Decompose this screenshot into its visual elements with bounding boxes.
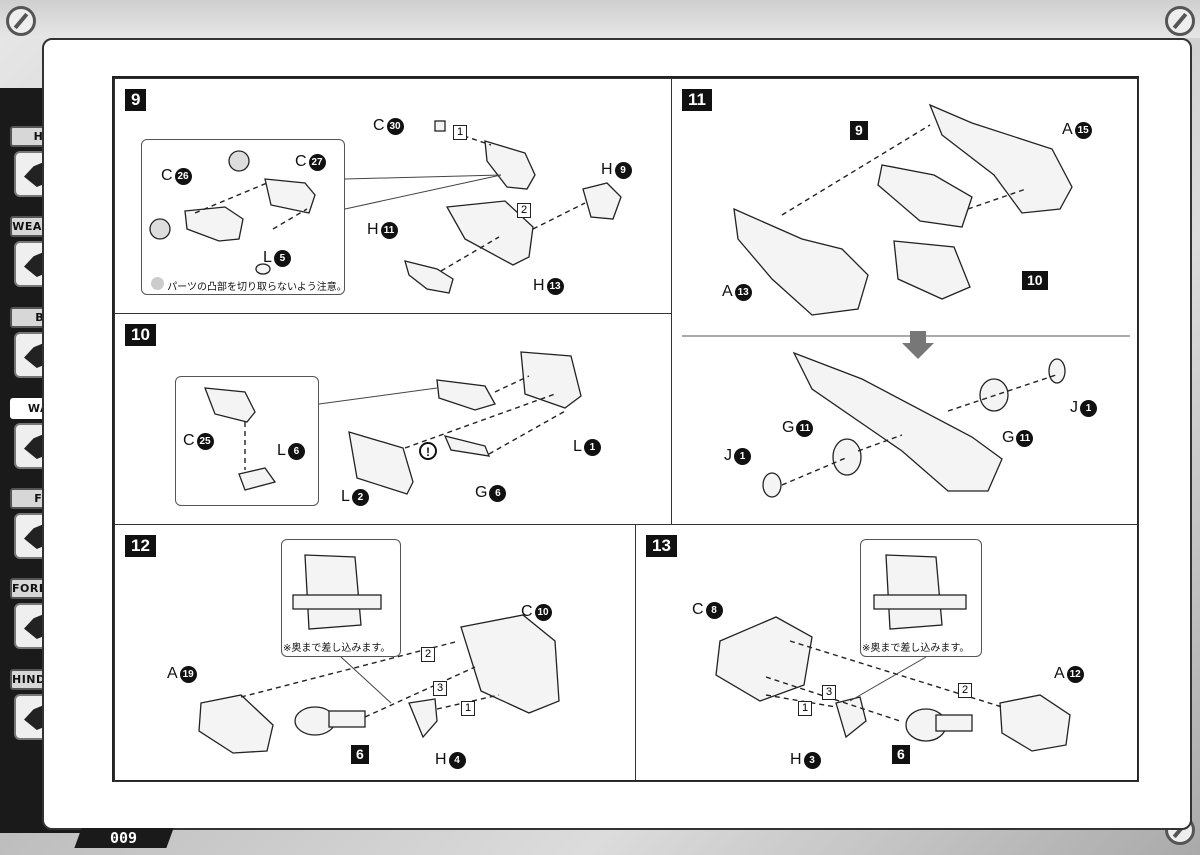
step-9-diagram	[149, 120, 622, 294]
instructions-frame: 9	[112, 76, 1139, 782]
step-reference-6: 6	[351, 745, 369, 764]
warning-icon: !	[419, 442, 437, 460]
step-number: 12	[125, 535, 156, 557]
order-marker-3: 3	[822, 685, 837, 700]
step-number: 10	[125, 324, 156, 346]
corner-emblem-icon	[1165, 6, 1195, 36]
step-12-diagram	[198, 554, 560, 754]
step-13-diagram	[715, 554, 1071, 752]
caution-icon	[151, 277, 164, 290]
step-reference-10: 10	[1022, 271, 1048, 290]
order-marker-2: 2	[517, 203, 532, 218]
step-number: 9	[125, 89, 147, 111]
step-reference-9: 9	[850, 121, 868, 140]
corner-emblem-icon	[6, 6, 36, 36]
step-11-diagram	[682, 103, 1130, 498]
order-marker-2: 2	[421, 647, 436, 662]
top-decorative-strip	[0, 0, 1200, 38]
insert-note: ※奥まで差し込みます。	[283, 643, 391, 654]
caution-text: パーツの凸部を切り取らないよう注意。	[167, 282, 347, 293]
insert-note: ※奥まで差し込みます。	[862, 643, 970, 654]
step-number: 11	[682, 89, 712, 111]
page-number: 009	[74, 828, 174, 848]
caution-note: パーツの凸部を切り取らないよう注意。	[151, 277, 347, 293]
step-number: 13	[646, 535, 677, 557]
order-marker-3: 3	[433, 681, 448, 696]
order-marker-1: 1	[453, 125, 468, 140]
order-marker-1: 1	[461, 701, 476, 716]
order-marker-2: 2	[958, 683, 973, 698]
warning-marker: !	[419, 442, 437, 460]
step-reference-6: 6	[892, 745, 910, 764]
step-10-diagram	[204, 351, 582, 495]
step-9-panel: 9	[114, 78, 672, 314]
order-marker-1: 1	[798, 701, 813, 716]
